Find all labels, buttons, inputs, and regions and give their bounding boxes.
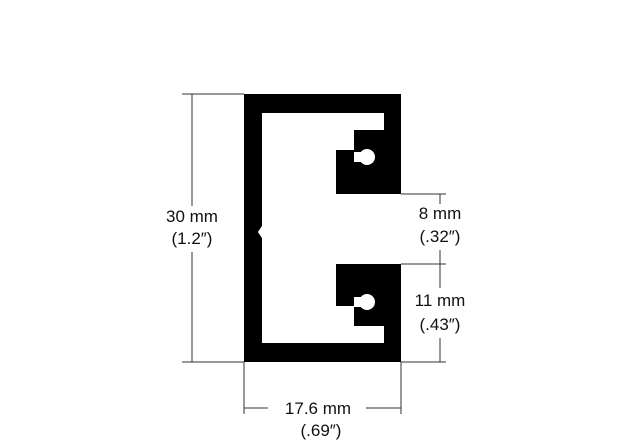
- lower-slot-notch: [354, 297, 366, 307]
- slot-gap-imperial-label: (.32″): [420, 227, 461, 246]
- upper-slot-notch: [354, 152, 366, 162]
- lower-slot-tab: [336, 264, 384, 326]
- width-dimension: 17.6 mm (.69″): [243, 362, 402, 440]
- inner-cavity: [258, 113, 384, 343]
- extrusion-profile: [244, 94, 401, 362]
- width-metric-label: 17.6 mm: [285, 399, 351, 418]
- slot-height-imperial-label: (.43″): [420, 315, 461, 334]
- slot-gap-metric-label: 8 mm: [419, 204, 462, 223]
- slot-height-metric-label: 11 mm: [415, 291, 466, 310]
- slot-cutouts: [258, 113, 384, 343]
- height-imperial-label: (1.2″): [172, 229, 213, 248]
- slot-gap-dimension: 8 mm (.32″): [401, 193, 462, 265]
- height-dimension: 30 mm (1.2″): [166, 93, 244, 363]
- slot-height-dimension: 11 mm (.43″): [401, 264, 466, 363]
- height-metric-label: 30 mm: [166, 207, 218, 226]
- width-imperial-label: (.69″): [301, 421, 342, 440]
